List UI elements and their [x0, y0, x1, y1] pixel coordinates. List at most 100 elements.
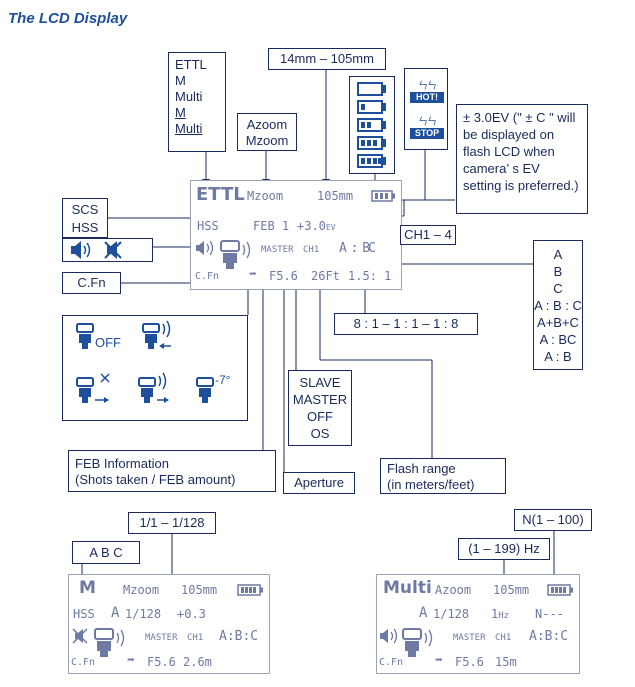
zoom-azoom: Azoom — [246, 117, 288, 132]
group-abc-box: A B C — [72, 541, 140, 564]
lcd-m-aperture: F5.6 — [147, 655, 176, 669]
mode-multi: Multi — [175, 89, 203, 104]
lcd-master: MASTER — [261, 245, 294, 255]
lcd-ev: +3.0EV — [297, 219, 336, 233]
aperture-box: Aperture — [283, 472, 355, 494]
hz-range-box: (1 – 199) Hz — [458, 538, 550, 560]
lcd-multi-group: A — [419, 605, 428, 621]
group-a: A — [553, 247, 563, 262]
main-lcd-display: ETTL Mzoom 105mm HSS FEB 1 +3.0EV MASTER… — [190, 180, 402, 290]
lcd-battery-icon — [371, 190, 395, 202]
lcd-m-groups: A:B:C — [219, 629, 259, 644]
cfn-box: C.Fn — [62, 272, 121, 294]
lcd-multi-arrow: ➡ — [435, 653, 443, 668]
ev-note-box: ± 3.0EV (" ± C " will be displayed on fl… — [456, 104, 588, 214]
lcd-feb: FEB 1 — [253, 219, 290, 233]
group-a-bc: A : BC — [539, 332, 577, 347]
mode-m-underlined: M — [175, 105, 186, 120]
lcd-ratio: 1.5: 1 — [348, 269, 392, 283]
lcd-hss: HSS — [197, 219, 219, 233]
lcd-multi-cfn: C.Fn — [379, 657, 404, 668]
battery-icons — [357, 82, 386, 168]
lcd-flash-icon — [220, 240, 251, 269]
stop-icon: ㄣㄣ STOP — [410, 113, 444, 139]
lcd-multi-hz: 1Hz — [491, 607, 510, 621]
lcd-aperture: F5.6 — [269, 269, 298, 283]
lcd-m-battery-icon — [237, 584, 263, 596]
zoom-mzoom: Mzoom — [245, 133, 289, 148]
mode-m: M — [175, 73, 186, 88]
group-options-box: A B C A : B : C A+B+C A : BC A : B — [533, 240, 583, 370]
battery-levels-box — [349, 76, 395, 174]
lcd-multi-range: 15m — [495, 655, 517, 669]
lcd-multi-focal: 105mm — [493, 583, 530, 597]
slave-modes-box: SLAVE MASTER OFF OS — [288, 370, 352, 446]
lcd-m-hss: HSS — [73, 607, 95, 621]
lcd-m-ev: +0.3 — [177, 607, 206, 621]
group-b: B — [553, 264, 563, 279]
lcd-multi-mode: Multi — [383, 578, 432, 598]
lcd-multi-zoom: Azoom — [435, 583, 472, 597]
lcd-zoom: Mzoom — [247, 189, 284, 203]
sound-modes-icon-box: OFF -7° — [62, 315, 248, 421]
flash-mode-icons — [76, 320, 214, 403]
hot-icon: ㄣㄣ HOT! — [410, 77, 444, 103]
lcd-range: 26Ft — [311, 269, 340, 283]
feb-info-box: FEB Information (Shots taken / FEB amoun… — [68, 450, 276, 492]
focal-range-box: 14mm – 105mm — [268, 48, 386, 70]
scs-hss-box: SCS HSS — [62, 198, 108, 238]
lcd-m-flash-icon — [94, 628, 125, 657]
lcd-mode: ETTL — [196, 184, 245, 205]
sound-box — [62, 238, 153, 262]
lcd-m-master: MASTER — [145, 633, 178, 643]
lcd-group: A : BC — [339, 241, 376, 256]
manual-lcd-display: M Mzoom 105mm HSS A 1/128 +0.3 MASTER CH… — [68, 574, 270, 674]
lcd-arrow: ➡ — [249, 267, 257, 282]
feb-info-title: FEB Information — [75, 456, 169, 471]
lcd-multi-battery-icon — [547, 584, 573, 596]
group-a-plus-b-plus-c: A+B+C — [537, 315, 579, 330]
label-hss: HSS — [71, 220, 99, 235]
lcd-m-power: 1/128 — [125, 607, 162, 621]
lcd-multi-flash-icon — [402, 628, 433, 657]
group-abc: A : B : C — [534, 298, 582, 313]
lcd-m-zoom: Mzoom — [123, 583, 160, 597]
mode-master: MASTER — [292, 392, 348, 407]
n-range-box: N(1 – 100) — [514, 509, 592, 531]
lcd-multi-channel: CH1 — [495, 633, 512, 643]
label-off: OFF — [95, 335, 121, 350]
mode-off: OFF — [307, 409, 333, 424]
channel-range-box: CH1 – 4 — [400, 225, 456, 245]
flash-range-box: Flash range (in meters/feet) — [380, 458, 506, 494]
lcd-sound-icon — [196, 240, 214, 256]
lcd-focal: 105mm — [317, 189, 354, 203]
group-a-b: A : B — [544, 349, 572, 364]
mode-multi-underlined: Multi — [175, 121, 203, 136]
lcd-m-channel: CH1 — [187, 633, 204, 643]
lcd-m-mute-icon — [72, 628, 88, 644]
lcd-multi-groups: A:B:C — [529, 629, 569, 644]
hot-stop-box: ㄣㄣ HOT! ㄣㄣ STOP — [404, 68, 448, 150]
lcd-m-arrow: ➡ — [127, 653, 135, 668]
page-title: The LCD Display — [8, 10, 128, 27]
flash-range-title: Flash range — [387, 461, 456, 476]
lcd-m-focal: 105mm — [181, 583, 218, 597]
group-c: C — [553, 281, 563, 296]
lcd-multi-sound-icon — [380, 628, 398, 644]
label-scs: SCS — [71, 202, 99, 217]
lcd-m-cfn: C.Fn — [71, 657, 96, 668]
multi-lcd-display: Multi Azoom 105mm A 1/128 1Hz N--- MASTE… — [376, 574, 580, 674]
mode-os: OS — [310, 426, 330, 441]
lcd-multi-aperture: F5.6 — [455, 655, 484, 669]
zoom-legend-box: Azoom Mzoom — [237, 113, 297, 151]
sound-on-mute-icons — [71, 241, 122, 259]
mode-legend-box: ETTL M Multi M Multi — [168, 52, 226, 152]
ratio-range-box: 8 : 1 – 1 : 1 – 1 : 8 — [334, 313, 478, 335]
power-range-box: 1/1 – 1/128 — [128, 512, 216, 534]
label-tilt: -7° — [215, 373, 231, 387]
mode-slave: SLAVE — [299, 375, 341, 390]
lcd-cfn: C.Fn — [195, 271, 220, 282]
lcd-channel: CH1 — [303, 245, 320, 255]
lcd-multi-master: MASTER — [453, 633, 486, 643]
feb-info-detail: (Shots taken / FEB amount) — [75, 472, 236, 487]
